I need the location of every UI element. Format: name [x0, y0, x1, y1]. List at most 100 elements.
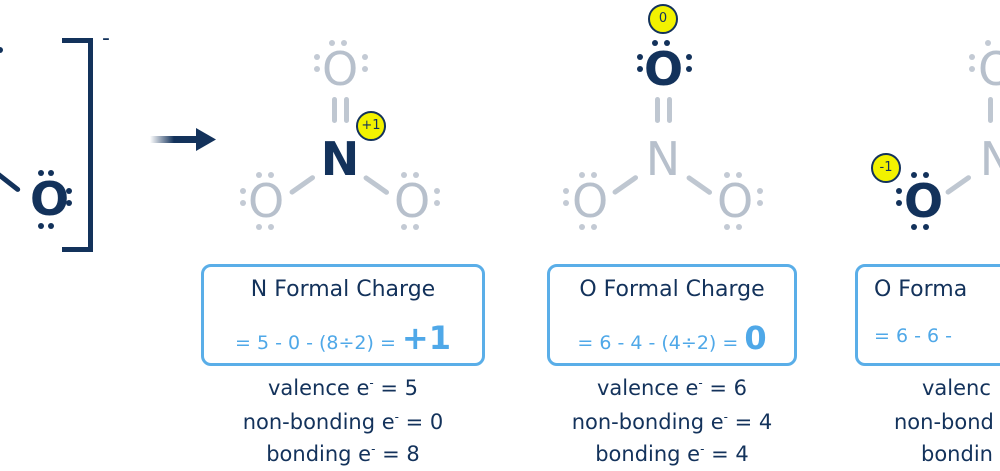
- lone-pair-dot: [637, 54, 643, 60]
- lone-pair-dot: [314, 66, 320, 72]
- atom-nitrogen: N: [320, 132, 360, 186]
- formal-charge-box: N Formal Charge = 5 - 0 - (8÷2) = +1: [201, 264, 485, 366]
- lone-pair-dot: [896, 188, 902, 194]
- stat-label: non-bonding e: [242, 410, 395, 434]
- stat-bonding: bondin: [921, 442, 993, 466]
- stat-valence: valence e- = 6: [547, 376, 797, 400]
- single-bond: [944, 174, 973, 196]
- lone-pair-dot: [240, 200, 246, 206]
- lone-pair-dot: [329, 40, 335, 46]
- equation-text: = 6 - 4 - (4÷2) =: [577, 332, 739, 354]
- lone-pair-dot: [985, 40, 991, 46]
- atom-left-oxygen: O: [904, 174, 944, 228]
- stat-sup: -: [700, 442, 705, 456]
- bracket-right: [62, 38, 93, 252]
- lone-pair-dot: [579, 224, 585, 230]
- lone-pair-dot: [413, 172, 419, 178]
- charge-sign: -: [102, 26, 110, 51]
- lone-pair-dot: [413, 224, 419, 230]
- lone-pair-dot: [637, 66, 643, 72]
- lone-pair-dot: [268, 172, 274, 178]
- atom-nitrogen: N: [979, 132, 1000, 186]
- formal-charge-badge: 0: [648, 4, 678, 34]
- stat-value: = 5: [373, 376, 419, 400]
- lone-pair-dot: [969, 66, 975, 72]
- stat-label: bonding e: [266, 442, 372, 466]
- lone-pair-dot: [434, 200, 440, 206]
- lone-pair-dot: [579, 172, 585, 178]
- stat-non-bonding: non-bond: [894, 410, 994, 434]
- lone-pair-dot: [686, 66, 692, 72]
- stat-label: valence e: [596, 376, 699, 400]
- stat-value: = 0: [398, 410, 444, 434]
- lone-pair-dot: [724, 224, 730, 230]
- box-title: N Formal Charge: [250, 277, 436, 302]
- lone-pair-dot: [686, 54, 692, 60]
- double-bond: [655, 97, 660, 123]
- formal-charge-box: O Formal Charge = 6 - 4 - (4÷2) = 0: [547, 264, 797, 366]
- box-equation: = 6 - 6 -: [874, 325, 1000, 347]
- box-title: O Formal Charge: [579, 277, 765, 302]
- lone-pair-dot: [591, 224, 597, 230]
- lone-pair-dot: [724, 172, 730, 178]
- atom-nitrogen: N: [645, 132, 681, 186]
- lone-pair-dot: [911, 224, 917, 230]
- box-equation: = 5 - 0 - (8÷2) = +1: [204, 319, 482, 357]
- lone-pair-dot: [268, 224, 274, 230]
- lone-pair-dot: [314, 54, 320, 60]
- equation-result: +1: [401, 319, 451, 357]
- lone-pair-dot: [923, 224, 929, 230]
- lone-pair-dot: [0, 47, 3, 53]
- atom-left-oxygen: O: [572, 174, 609, 228]
- atom-oxygen: O: [30, 172, 70, 226]
- stat-label: non-bonding e: [571, 410, 724, 434]
- formal-charge-badge: -1: [871, 153, 901, 183]
- stat-bonding: bonding e- = 4: [547, 442, 797, 466]
- lone-pair-dot: [401, 172, 407, 178]
- stat-non-bonding: non-bonding e- = 0: [201, 410, 485, 434]
- formal-charge-box: O Forma = 6 - 6 -: [855, 264, 1000, 366]
- lone-pair-dot: [911, 172, 917, 178]
- lone-pair-dot: [736, 224, 742, 230]
- stat-sup: -: [698, 376, 703, 390]
- lone-pair-dot: [401, 224, 407, 230]
- atom-left-oxygen: O: [248, 174, 285, 228]
- stat-value: = 8: [375, 442, 420, 466]
- stat-sup: -: [394, 410, 399, 424]
- lone-pair-dot: [240, 188, 246, 194]
- lone-pair-dot: [736, 172, 742, 178]
- lone-pair-dot: [896, 200, 902, 206]
- lone-pair-dot: [341, 40, 347, 46]
- arrow-right-icon: [150, 127, 216, 151]
- atom-top-oxygen: O: [978, 42, 1000, 96]
- box-title: O Forma: [874, 277, 968, 302]
- left-fragment: - O: [0, 0, 130, 471]
- lone-pair-dot: [38, 170, 44, 176]
- lone-pair-dot: [757, 188, 763, 194]
- lone-pair-dot: [362, 54, 368, 60]
- lone-pair-dot: [66, 200, 72, 206]
- lone-pair-dot: [563, 188, 569, 194]
- equation-text: = 6 - 6 -: [874, 325, 952, 347]
- stat-bonding: bonding e- = 8: [201, 442, 485, 466]
- stat-label: non-bond: [894, 410, 994, 434]
- atom-right-oxygen: O: [394, 174, 431, 228]
- stat-valence: valenc: [922, 376, 991, 400]
- atom-top-oxygen: O: [644, 42, 684, 96]
- stat-label: bonding e: [595, 442, 701, 466]
- formal-charge-badge: +1: [356, 111, 386, 141]
- lone-pair-dot: [48, 170, 54, 176]
- stat-label: bondin: [921, 442, 993, 466]
- lone-pair-dot: [256, 224, 262, 230]
- lone-pair-dot: [757, 200, 763, 206]
- lone-pair-dot: [591, 172, 597, 178]
- lone-pair-dot: [652, 40, 658, 46]
- equation-text: = 5 - 0 - (8÷2) =: [234, 332, 396, 354]
- lone-pair-dot: [664, 40, 670, 46]
- stat-sup: -: [371, 442, 376, 456]
- lone-pair-dot: [256, 172, 262, 178]
- stat-non-bonding: non-bonding e- = 4: [547, 410, 797, 434]
